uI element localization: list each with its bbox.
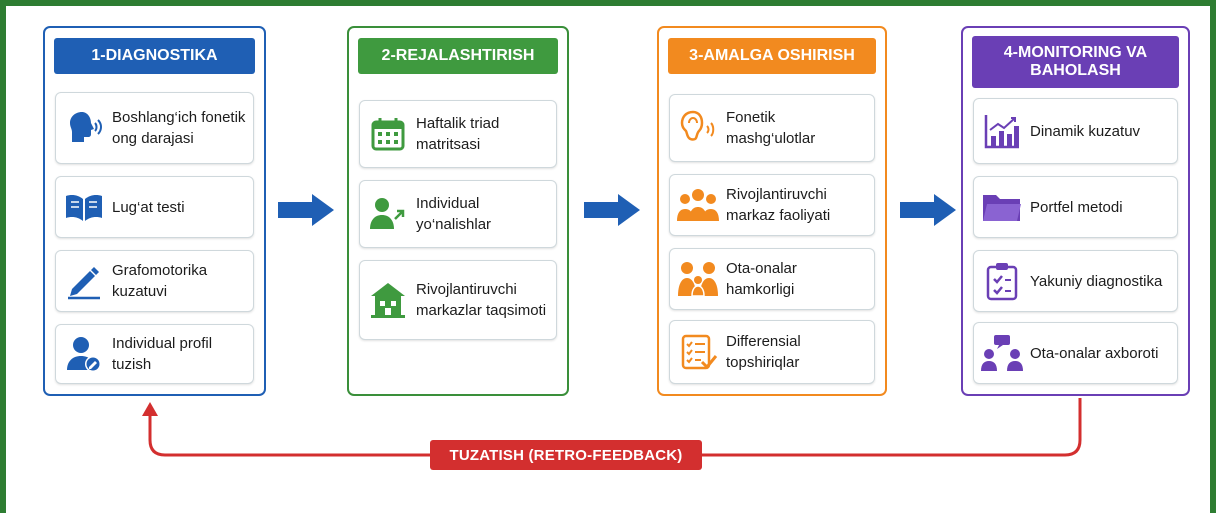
step-item: Differensial topshiriqlar [669,320,875,384]
step-item: Grafomotorika kuzatuvi [55,250,254,312]
step-label: Individual profil tuzish [112,335,213,373]
step-item: Dinamik kuzatuv [973,98,1178,164]
step-label: Rivojlantiruvchi markazlar taqsimoti [416,281,547,319]
step-item: Boshlang‘ich fonetik ong darajasi [55,92,254,164]
building-icon [360,280,416,320]
step-label: Differensial topshiriqlar [726,333,801,371]
column-title: 1-DIAGNOSTIKA [54,38,255,74]
flow-arrow-2-3 [584,194,640,226]
calendar-icon [360,115,416,153]
feedback-label: TUZATISH (RETRO-FEEDBACK) [430,440,702,470]
step-item: Lug‘at testi [55,176,254,238]
folder-icon [974,190,1030,224]
step-label: Individual yo‘nalishlar [416,195,492,233]
open-book-icon [56,190,112,224]
pencil-icon [56,261,112,301]
user-profile-icon [56,334,112,374]
step-label: Ota-onalar hamkorligi [726,260,797,298]
step-item: Yakuniy diagnostika [973,250,1178,312]
family-icon [670,260,726,298]
column-diagnostika: 1-DIAGNOSTIKA Boshlang‘ich fonetik ong d… [43,26,266,396]
step-label: Grafomotorika kuzatuvi [112,262,208,300]
step-item: Haftalik triad matritsasi [359,100,557,168]
step-label: Yakuniy diagnostika [1030,272,1163,290]
step-label: Lug‘at testi [112,198,185,216]
parents-chat-icon [974,334,1030,372]
step-item: Ota-onalar axboroti [973,322,1178,384]
step-label: Dinamik kuzatuv [1030,122,1141,140]
step-label: Boshlang‘ich fonetik ong darajasi [112,109,246,147]
column-title: 4-MONITORING VA BAHOLASH [972,36,1179,88]
checklist-icon [670,332,726,372]
step-item: Rivojlantiruvchi markazlar taqsimoti [359,260,557,340]
column-title: 3-AMALGA OSHIRISH [668,38,876,74]
column-monitoring: 4-MONITORING VA BAHOLASH Dinamik kuzatuv… [961,26,1190,396]
step-item: Portfel metodi [973,176,1178,238]
column-amalga-oshirish: 3-AMALGA OSHIRISH Fonetik mashg‘ulotlar … [657,26,887,396]
step-item: Fonetik mashg‘ulotlar [669,94,875,162]
step-item: Rivojlantiruvchi markaz faoliyati [669,174,875,236]
growth-chart-icon [974,112,1030,150]
flow-arrow-3-4 [900,194,956,226]
clipboard-check-icon [974,261,1030,301]
speaking-head-icon [56,108,112,148]
group-icon [670,187,726,223]
step-item: Individual profil tuzish [55,324,254,384]
ear-head-icon [670,108,726,148]
column-rejalashtirish: 2-REJALASHTIRISH Haftalik triad matritsa… [347,26,569,396]
column-title: 2-REJALASHTIRISH [358,38,558,74]
step-label: Haftalik triad matritsasi [416,115,500,153]
step-label: Fonetik mashg‘ulotlar [726,109,816,147]
flow-arrow-1-2 [278,194,334,226]
step-label: Portfel metodi [1030,198,1123,216]
step-label: Ota-onalar axboroti [1030,344,1159,362]
step-label: Rivojlantiruvchi markaz faoliyati [726,186,831,224]
user-direction-icon [360,195,416,233]
step-item: Ota-onalar hamkorligi [669,248,875,310]
step-item: Individual yo‘nalishlar [359,180,557,248]
